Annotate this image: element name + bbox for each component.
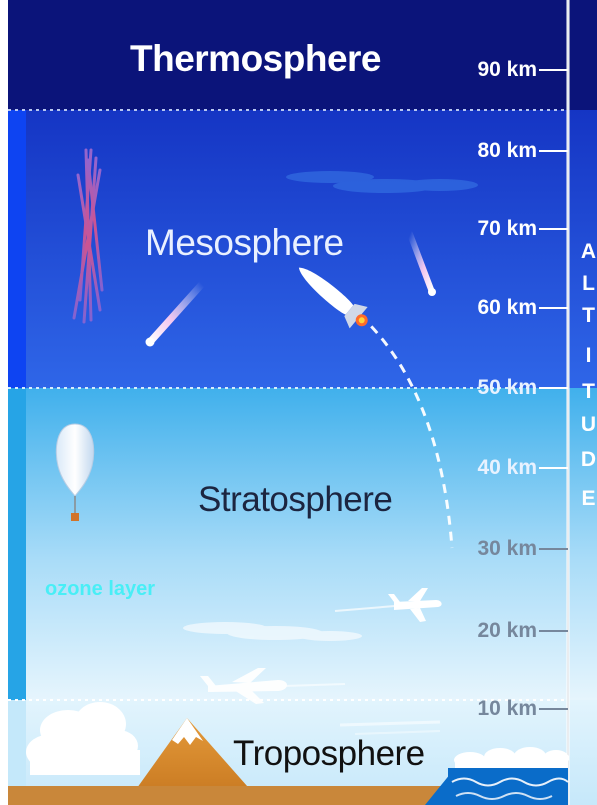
stratosphere-band	[0, 388, 597, 700]
altitude-axis-letter: T	[582, 304, 595, 327]
mesosphere-label: Mesosphere	[145, 222, 344, 263]
altitude-axis-letter: E	[581, 487, 596, 510]
altitude-axis-letter: L	[582, 272, 595, 295]
cloud-icon	[183, 622, 362, 641]
altitude-tick-label: 20 km	[477, 619, 537, 642]
ocean-waves-icon	[425, 747, 569, 805]
rocket-icon	[298, 267, 368, 329]
altitude-axis-letter: U	[580, 413, 597, 436]
sprite-lightning-icon	[72, 148, 104, 324]
meteor-icon	[407, 231, 436, 296]
thermosphere-label: Thermosphere	[130, 38, 382, 79]
jet-icon	[200, 668, 346, 704]
altitude-tick-label: 40 km	[477, 456, 537, 479]
altitude-axis-letter: D	[580, 448, 597, 471]
mesosphere-band	[0, 110, 597, 388]
cloud-icon	[26, 702, 140, 775]
stratosphere-label: Stratosphere	[198, 480, 393, 519]
altitude-axis-letter: T	[582, 380, 595, 403]
meteor-icon	[145, 280, 206, 347]
altitude-tick-label: 90 km	[477, 58, 537, 81]
altitude-axis-letter: I	[585, 344, 592, 367]
altitude-tick-label: 70 km	[477, 217, 537, 240]
altitude-tick-label: 10 km	[477, 697, 537, 720]
mountain-icon	[132, 718, 255, 795]
ozone-layer-label: ozone layer	[45, 578, 156, 600]
altitude-tick-label: 60 km	[477, 296, 537, 319]
altitude-tick-label: 30 km	[477, 537, 537, 560]
noctilucent-cloud-icon	[286, 171, 478, 193]
troposphere-label: Troposphere	[233, 734, 425, 773]
altitude-tick-label: 80 km	[477, 139, 537, 162]
thermosphere-band	[0, 0, 597, 110]
ground	[8, 786, 448, 805]
weather-balloon-icon	[55, 423, 95, 521]
airplane-icon	[334, 588, 442, 622]
altitude-tick-label: 50 km	[477, 376, 537, 399]
altitude-axis-letter: A	[580, 240, 597, 263]
